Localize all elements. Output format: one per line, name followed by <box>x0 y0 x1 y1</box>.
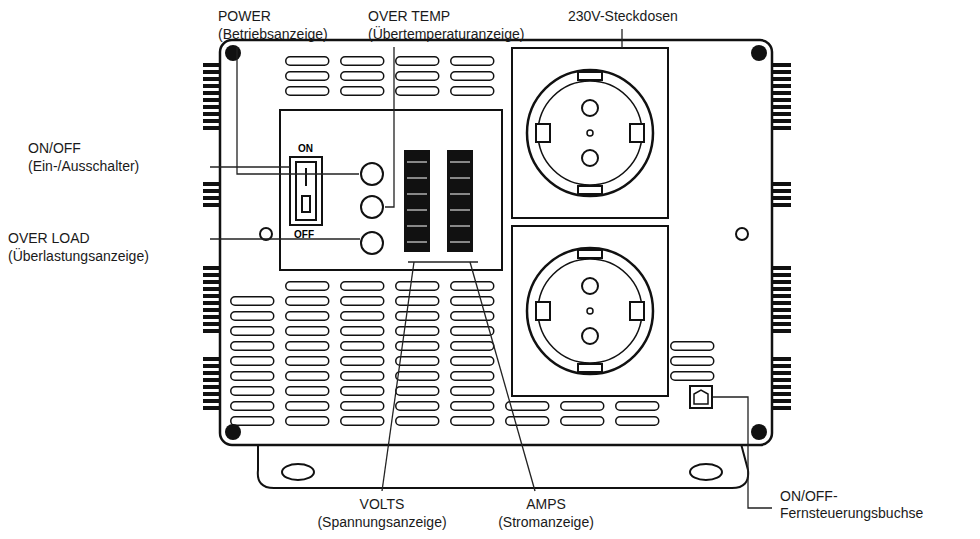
socket-center <box>587 130 593 136</box>
socket-plate <box>512 48 668 218</box>
leader-line <box>382 262 414 491</box>
socket-notch <box>578 250 602 258</box>
socket <box>527 70 653 196</box>
side-hole <box>736 228 748 240</box>
leader-line <box>385 47 394 207</box>
switch-label: ON/OFF <box>28 140 81 157</box>
corner-screw <box>751 45 767 61</box>
leader-line <box>408 261 478 262</box>
cooling-fins <box>203 356 221 412</box>
switch-frame <box>290 157 322 225</box>
earth-clip <box>630 124 644 142</box>
socket-plate <box>512 226 668 396</box>
over-temp-led <box>361 196 383 218</box>
mounting-flange <box>258 440 748 488</box>
earth-clip <box>536 302 550 320</box>
socket-notch <box>578 186 602 194</box>
indicator-label: (Überlastungsanzeige) <box>8 248 149 265</box>
switch-marking: ON <box>298 143 313 155</box>
indicator-label: POWER <box>218 8 271 25</box>
leader-line <box>210 238 360 239</box>
housing <box>220 40 772 445</box>
indicator-label: (Betriebsanzeige) <box>218 26 328 43</box>
control-panel <box>280 110 502 270</box>
leader-line <box>713 397 772 508</box>
leader-line <box>210 166 290 167</box>
cooling-fins <box>771 356 791 412</box>
cooling-fins <box>771 62 791 132</box>
over-load-led <box>361 232 383 254</box>
leader-line <box>470 262 535 491</box>
earth-clip <box>630 302 644 320</box>
socket-notch <box>578 72 602 80</box>
amp-meter <box>447 150 473 252</box>
remote-jack-socket <box>694 390 708 404</box>
indicator-label: OVER TEMP <box>368 8 450 25</box>
switch-label: (Ein-/Ausschalter) <box>28 158 139 175</box>
mounting-hole <box>690 464 722 480</box>
socket <box>527 248 653 374</box>
meter-label: VOLTS <box>302 496 462 513</box>
indicator-label: (Übertemperaturanzeige) <box>368 26 524 43</box>
vent-slots <box>230 296 285 401</box>
vent-slots <box>285 56 505 101</box>
jack-label: ON/OFF- Fernsteuerungsbuchse <box>780 488 960 522</box>
cooling-fins <box>203 62 221 132</box>
off-symbol <box>302 196 310 212</box>
socket-label: 230V-Steckdosen <box>568 8 678 25</box>
vent-slots <box>285 281 505 401</box>
corner-screw <box>751 424 767 440</box>
leader-line <box>237 47 359 174</box>
cooling-fins <box>771 265 791 335</box>
earth-clip <box>536 124 550 142</box>
cooling-fins <box>203 265 221 335</box>
vent-slots <box>230 401 670 431</box>
cooling-fins <box>203 181 221 209</box>
volt-meter <box>404 150 430 252</box>
socket-pin-hole <box>582 278 598 294</box>
vent-slots <box>670 341 720 381</box>
side-hole <box>260 228 272 240</box>
meter-scale <box>407 162 470 242</box>
socket-pin-hole <box>582 328 598 344</box>
mounting-hole <box>282 464 314 480</box>
meter-label: (Stromanzeige) <box>466 514 626 531</box>
meter-label: AMPS <box>466 496 626 513</box>
corner-screw <box>225 45 241 61</box>
socket-notch <box>578 364 602 372</box>
remote-jack <box>690 386 712 408</box>
switch-rocker <box>296 162 316 220</box>
corner-screw <box>225 424 241 440</box>
power-led <box>361 163 383 185</box>
socket-rim <box>538 81 642 185</box>
socket-rim <box>538 259 642 363</box>
socket-center <box>587 308 593 314</box>
meter-label: (Spannungsanzeige) <box>302 514 462 531</box>
switch-marking: OFF <box>294 229 314 241</box>
socket-pin-hole <box>582 150 598 166</box>
leader-line <box>621 29 622 48</box>
cooling-fins <box>771 181 791 209</box>
indicator-label: OVER LOAD <box>8 230 90 247</box>
socket-pin-hole <box>582 100 598 116</box>
on-symbol <box>305 168 307 186</box>
